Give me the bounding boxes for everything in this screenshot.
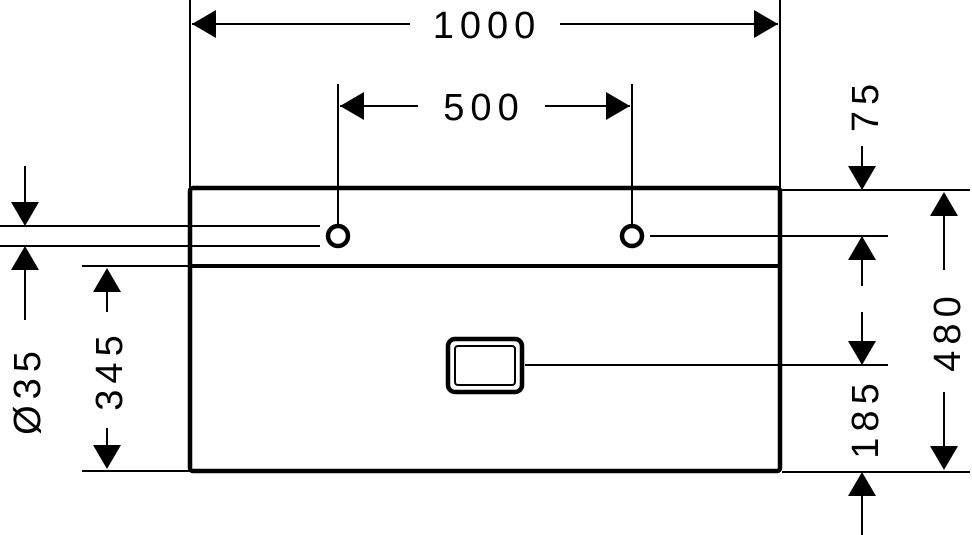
label-drain-offset: 185: [845, 377, 887, 458]
arrow-up-icon: [93, 268, 121, 292]
arrow-down-icon: [848, 341, 876, 365]
dimension-tap-hole-spacing: 500: [340, 87, 630, 129]
extension-lines: [0, 0, 970, 473]
dimension-bowl-depth: 345: [89, 268, 131, 469]
arrow-left-icon: [340, 92, 364, 120]
tap-hole-left: [325, 223, 351, 249]
arrow-up-icon: [11, 246, 39, 270]
dimension-tap-hole-offset: 75: [845, 78, 887, 286]
basin-body: [187, 185, 783, 474]
arrow-left-icon: [192, 10, 216, 38]
arrow-down-icon: [848, 166, 876, 190]
label-overall-depth: 480: [927, 290, 969, 371]
drain-outline: [445, 336, 525, 395]
dimension-drain-offset: 185: [845, 312, 887, 535]
label-tap-hole-diameter: Ø35: [7, 345, 49, 435]
dimension-overall-width: 1000: [192, 5, 778, 47]
arrow-down-icon: [11, 202, 39, 226]
dimension-tap-hole-diameter: Ø35: [7, 166, 49, 435]
label-tap-hole-offset: 75: [845, 78, 887, 132]
arrow-down-icon: [930, 446, 958, 470]
tap-hole-right: [619, 223, 645, 249]
label-overall-width: 1000: [433, 5, 542, 47]
label-tap-hole-spacing: 500: [443, 87, 524, 129]
drain-inner: [454, 345, 516, 386]
dimension-overall-depth: 480: [927, 192, 969, 470]
arrow-right-icon: [606, 92, 630, 120]
arrow-up-icon: [848, 472, 876, 496]
arrow-right-icon: [754, 10, 778, 38]
label-bowl-depth: 345: [89, 329, 131, 410]
arrow-down-icon: [93, 445, 121, 469]
arrow-up-icon: [848, 236, 876, 260]
basin-outline: [187, 185, 783, 474]
arrow-up-icon: [930, 192, 958, 216]
